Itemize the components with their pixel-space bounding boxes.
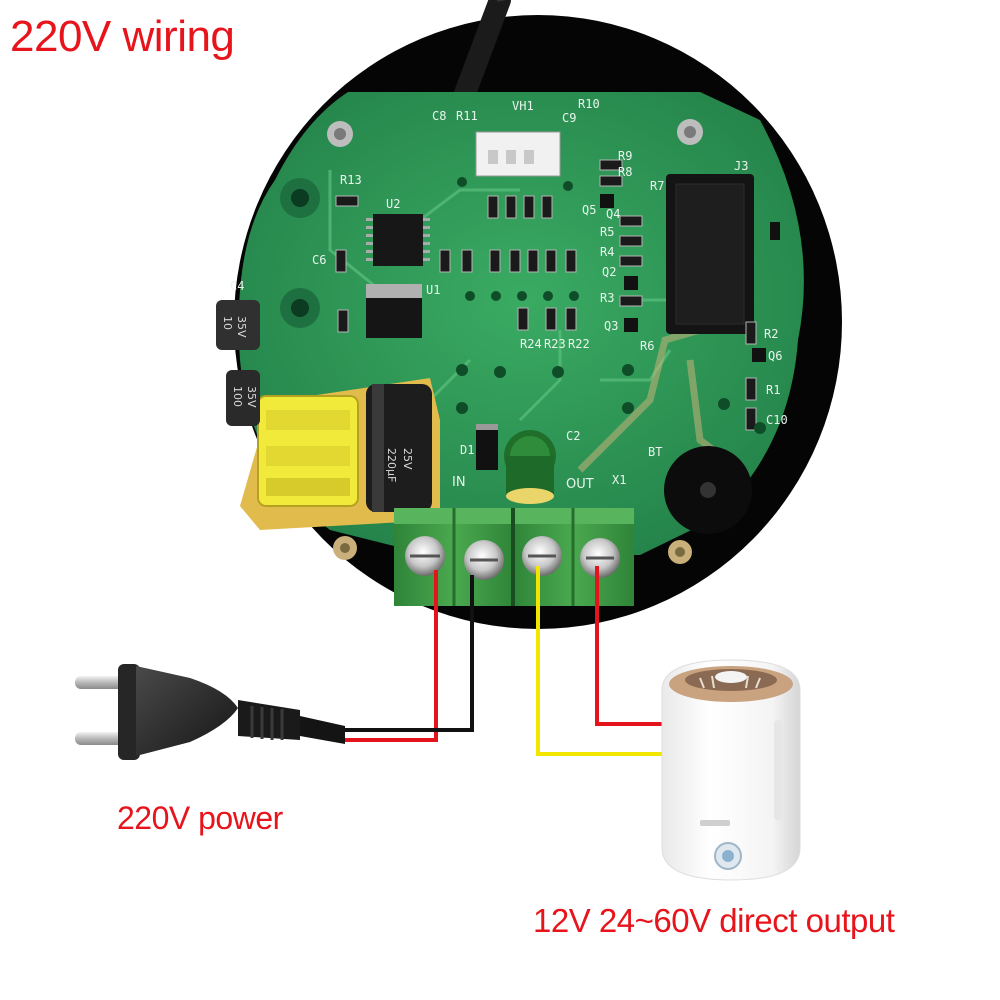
ref-c6: C6 <box>312 253 326 267</box>
ref-q5: Q5 <box>582 203 596 217</box>
wires <box>340 566 668 756</box>
plug-icon <box>75 664 345 760</box>
ref-r9: R9 <box>618 149 632 163</box>
ref-r4: R4 <box>600 245 614 259</box>
power-module: 220μF 25V 100 35V 10 35V <box>216 300 440 530</box>
buzzer-label: BT <box>648 445 662 459</box>
ref-q6: Q6 <box>768 349 782 363</box>
ref-c9: C9 <box>562 111 576 125</box>
wire-black-power <box>340 575 474 732</box>
ref-r24: R24 <box>520 337 542 351</box>
ref-q3: Q3 <box>604 319 618 333</box>
ref-u2: U2 <box>386 197 400 211</box>
diagram-title: 220V wiring <box>10 12 235 61</box>
ref-r22: R22 <box>568 337 590 351</box>
ref-q2: Q2 <box>602 265 616 279</box>
connector-label: VH1 <box>512 99 534 113</box>
terminal-in-label: IN <box>452 475 466 490</box>
output-label: 12V 24~60V direct output <box>533 902 895 939</box>
ref-r3: R3 <box>600 291 614 305</box>
relay-label: J3 <box>734 159 748 173</box>
small-capacitor-voltage: 35V <box>245 386 258 408</box>
big-capacitor-voltage: 25V <box>401 448 414 470</box>
ref-r13: R13 <box>340 173 362 187</box>
diode-label: D1 <box>460 443 474 457</box>
ref-c4: C4 <box>230 279 244 293</box>
crystal-label: X1 <box>612 473 626 487</box>
ref-r11: R11 <box>456 109 478 123</box>
ref-r7: R7 <box>650 179 664 193</box>
ref-q4: Q4 <box>606 207 620 221</box>
small-capacitor2-voltage: 35V <box>235 316 248 338</box>
big-capacitor-value: 220μF <box>385 448 398 482</box>
wire-red-output <box>595 566 668 726</box>
ref-r6: R6 <box>640 339 654 353</box>
ref-r10: R10 <box>578 97 600 111</box>
wire-yellow-output <box>536 566 668 756</box>
small-capacitor2-value: 10 <box>221 316 234 330</box>
ref-c8: C8 <box>432 109 446 123</box>
capacitor-c2-label: C2 <box>566 429 580 443</box>
ref-r8: R8 <box>618 165 632 179</box>
terminal-block-icon <box>394 508 634 606</box>
ref-r1: R1 <box>766 383 780 397</box>
silkscreen-labels: VH1 C8 R11 R10 C9 R9 R8 R7 Q5 Q4 J3 R13 … <box>230 97 788 492</box>
ref-c10: C10 <box>766 413 788 427</box>
ref-r23: R23 <box>544 337 566 351</box>
ref-u1: U1 <box>426 283 440 297</box>
power-label: 220V power <box>117 800 283 836</box>
ref-r2: R2 <box>764 327 778 341</box>
wire-red-power <box>340 570 438 742</box>
ref-r5: R5 <box>600 225 614 239</box>
humidifier-icon <box>661 659 801 881</box>
terminal-out-label: OUT <box>566 477 594 492</box>
small-capacitor-value: 100 <box>231 386 244 407</box>
